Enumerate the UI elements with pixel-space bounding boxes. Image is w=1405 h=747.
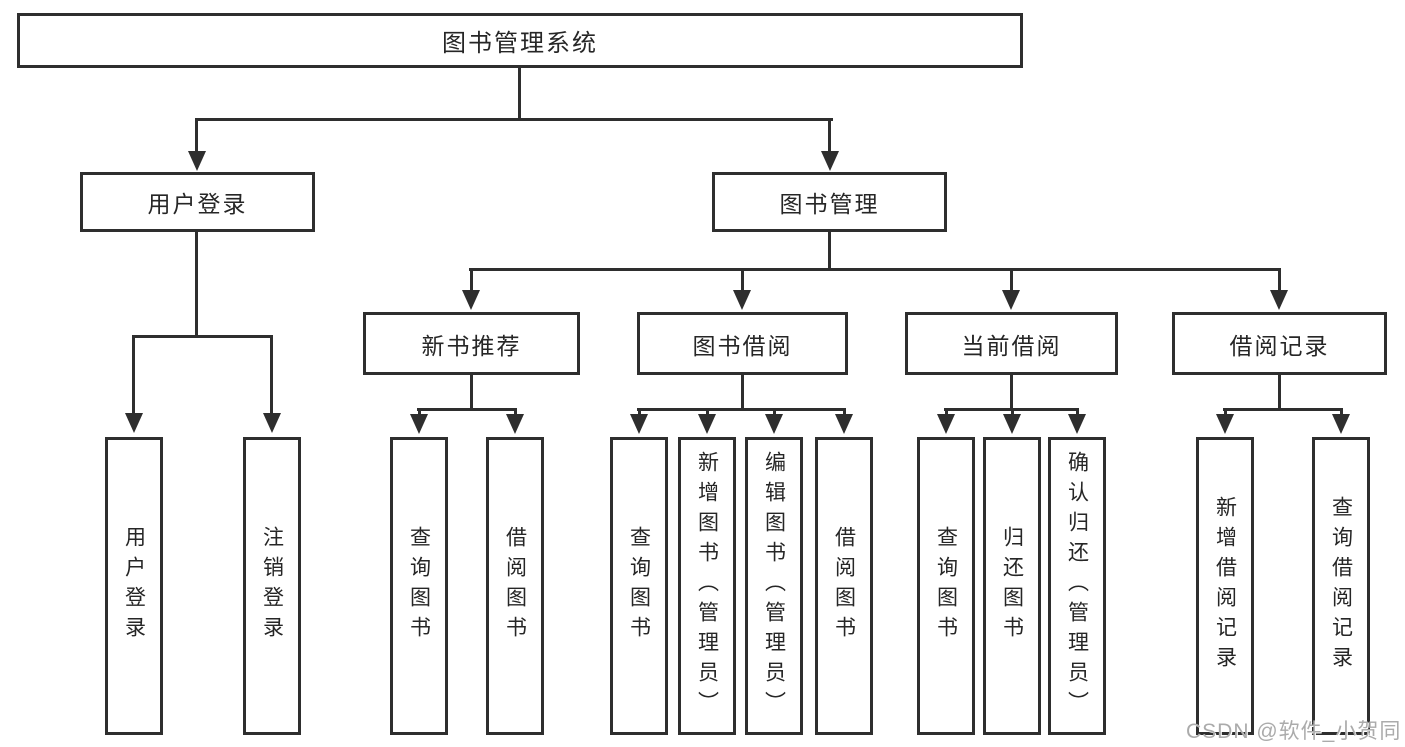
- node-user-login-label: 用户登录: [147, 191, 248, 217]
- arrow-down-icon: [462, 290, 480, 310]
- leaf-borrow-books: 借阅图书: [815, 437, 873, 735]
- connector-line: [1224, 408, 1227, 416]
- leaf-query-books-current: 查询图书: [917, 437, 975, 735]
- arrow-down-icon: [410, 414, 428, 434]
- leaf-borrow-books-label: 借阅图书: [832, 526, 856, 646]
- arrow-down-icon: [1002, 290, 1020, 310]
- connector-line: [469, 268, 1281, 271]
- leaf-add-borrow-record: 新增借阅记录: [1196, 437, 1254, 735]
- arrow-down-icon: [630, 414, 648, 434]
- leaf-confirm-return-admin-label: 确认归还（管理员）: [1065, 451, 1089, 721]
- node-book-borrowing-label: 图书借阅: [692, 332, 793, 359]
- csdn-watermark: CSDN @软件_小贺同学: [1186, 720, 1402, 743]
- leaf-edit-book-admin: 编辑图书（管理员）: [745, 437, 803, 735]
- arrow-down-icon: [506, 414, 524, 434]
- connector-line: [417, 408, 517, 411]
- connector-line: [706, 408, 709, 416]
- connector-line: [270, 335, 273, 415]
- connector-line: [741, 375, 744, 408]
- node-current-borrowing-label: 当前借阅: [961, 332, 1062, 359]
- leaf-borrow-books-recommend-label: 借阅图书: [503, 526, 527, 646]
- connector-line: [1076, 408, 1079, 416]
- arrow-down-icon: [698, 414, 716, 434]
- node-book-management-label: 图书管理: [779, 191, 880, 217]
- connector-line: [132, 335, 273, 338]
- connector-line: [1340, 408, 1343, 416]
- arrow-down-icon: [1068, 414, 1086, 434]
- node-current-borrowing: 当前借阅: [905, 312, 1118, 375]
- arrow-down-icon: [733, 290, 751, 310]
- arrow-down-icon: [1332, 414, 1350, 434]
- connector-line: [828, 118, 831, 154]
- leaf-query-borrow-record-label: 查询借阅记录: [1329, 496, 1353, 676]
- connector-line: [514, 408, 517, 416]
- leaf-return-books: 归还图书: [983, 437, 1041, 735]
- leaf-add-book-admin: 新增图书（管理员）: [678, 437, 736, 735]
- connector-line: [470, 268, 473, 292]
- connector-line: [195, 232, 198, 335]
- node-new-book-recommend: 新书推荐: [363, 312, 580, 375]
- node-new-book-recommend-label: 新书推荐: [421, 332, 522, 359]
- leaf-query-borrow-record: 查询借阅记录: [1312, 437, 1370, 735]
- leaf-user-login-label: 用户登录: [122, 526, 146, 646]
- arrow-down-icon: [1003, 414, 1021, 434]
- connector-line: [637, 408, 846, 411]
- leaf-borrow-books-recommend: 借阅图书: [486, 437, 544, 735]
- node-book-management: 图书管理: [712, 172, 947, 232]
- leaf-query-books-borrowing-label: 查询图书: [627, 526, 651, 646]
- connector-line: [1010, 375, 1013, 408]
- arrow-down-icon: [263, 413, 281, 433]
- connector-line: [195, 118, 198, 154]
- node-user-login: 用户登录: [80, 172, 315, 232]
- node-borrowing-records-label: 借阅记录: [1229, 332, 1330, 359]
- leaf-query-books-borrowing: 查询图书: [610, 437, 668, 735]
- arrow-down-icon: [821, 151, 839, 171]
- connector-line: [470, 375, 473, 408]
- connector-line: [1278, 375, 1281, 408]
- leaf-query-books-current-label: 查询图书: [934, 526, 958, 646]
- node-root: 图书管理系统: [17, 13, 1023, 68]
- arrow-down-icon: [125, 413, 143, 433]
- leaf-edit-book-admin-label: 编辑图书（管理员）: [762, 451, 786, 721]
- connector-line: [843, 408, 846, 416]
- leaf-query-books-recommend-label: 查询图书: [407, 526, 431, 646]
- arrow-down-icon: [1270, 290, 1288, 310]
- node-book-borrowing: 图书借阅: [637, 312, 848, 375]
- connector-line: [773, 408, 776, 416]
- connector-line: [828, 232, 831, 271]
- arrow-down-icon: [835, 414, 853, 434]
- connector-line: [418, 408, 421, 416]
- connector-line: [741, 268, 744, 292]
- connector-line: [132, 335, 135, 415]
- connector-line: [1223, 408, 1343, 411]
- arrow-down-icon: [765, 414, 783, 434]
- leaf-add-borrow-record-label: 新增借阅记录: [1213, 496, 1237, 676]
- connector-line: [1011, 408, 1014, 416]
- connector-line: [518, 68, 521, 118]
- node-borrowing-records: 借阅记录: [1172, 312, 1387, 375]
- leaf-user-login: 用户登录: [105, 437, 163, 735]
- leaf-logout-label: 注销登录: [260, 526, 284, 646]
- connector-line: [195, 118, 833, 121]
- leaf-add-book-admin-label: 新增图书（管理员）: [695, 451, 719, 721]
- connector-line: [1010, 268, 1013, 292]
- connector-line: [945, 408, 948, 416]
- arrow-down-icon: [188, 151, 206, 171]
- arrow-down-icon: [1216, 414, 1234, 434]
- arrow-down-icon: [937, 414, 955, 434]
- leaf-logout: 注销登录: [243, 437, 301, 735]
- leaf-return-books-label: 归还图书: [1000, 526, 1024, 646]
- leaf-query-books-recommend: 查询图书: [390, 437, 448, 735]
- connector-line: [638, 408, 641, 416]
- leaf-confirm-return-admin: 确认归还（管理员）: [1048, 437, 1106, 735]
- node-root-label: 图书管理系统: [442, 30, 598, 57]
- connector-line: [1278, 268, 1281, 292]
